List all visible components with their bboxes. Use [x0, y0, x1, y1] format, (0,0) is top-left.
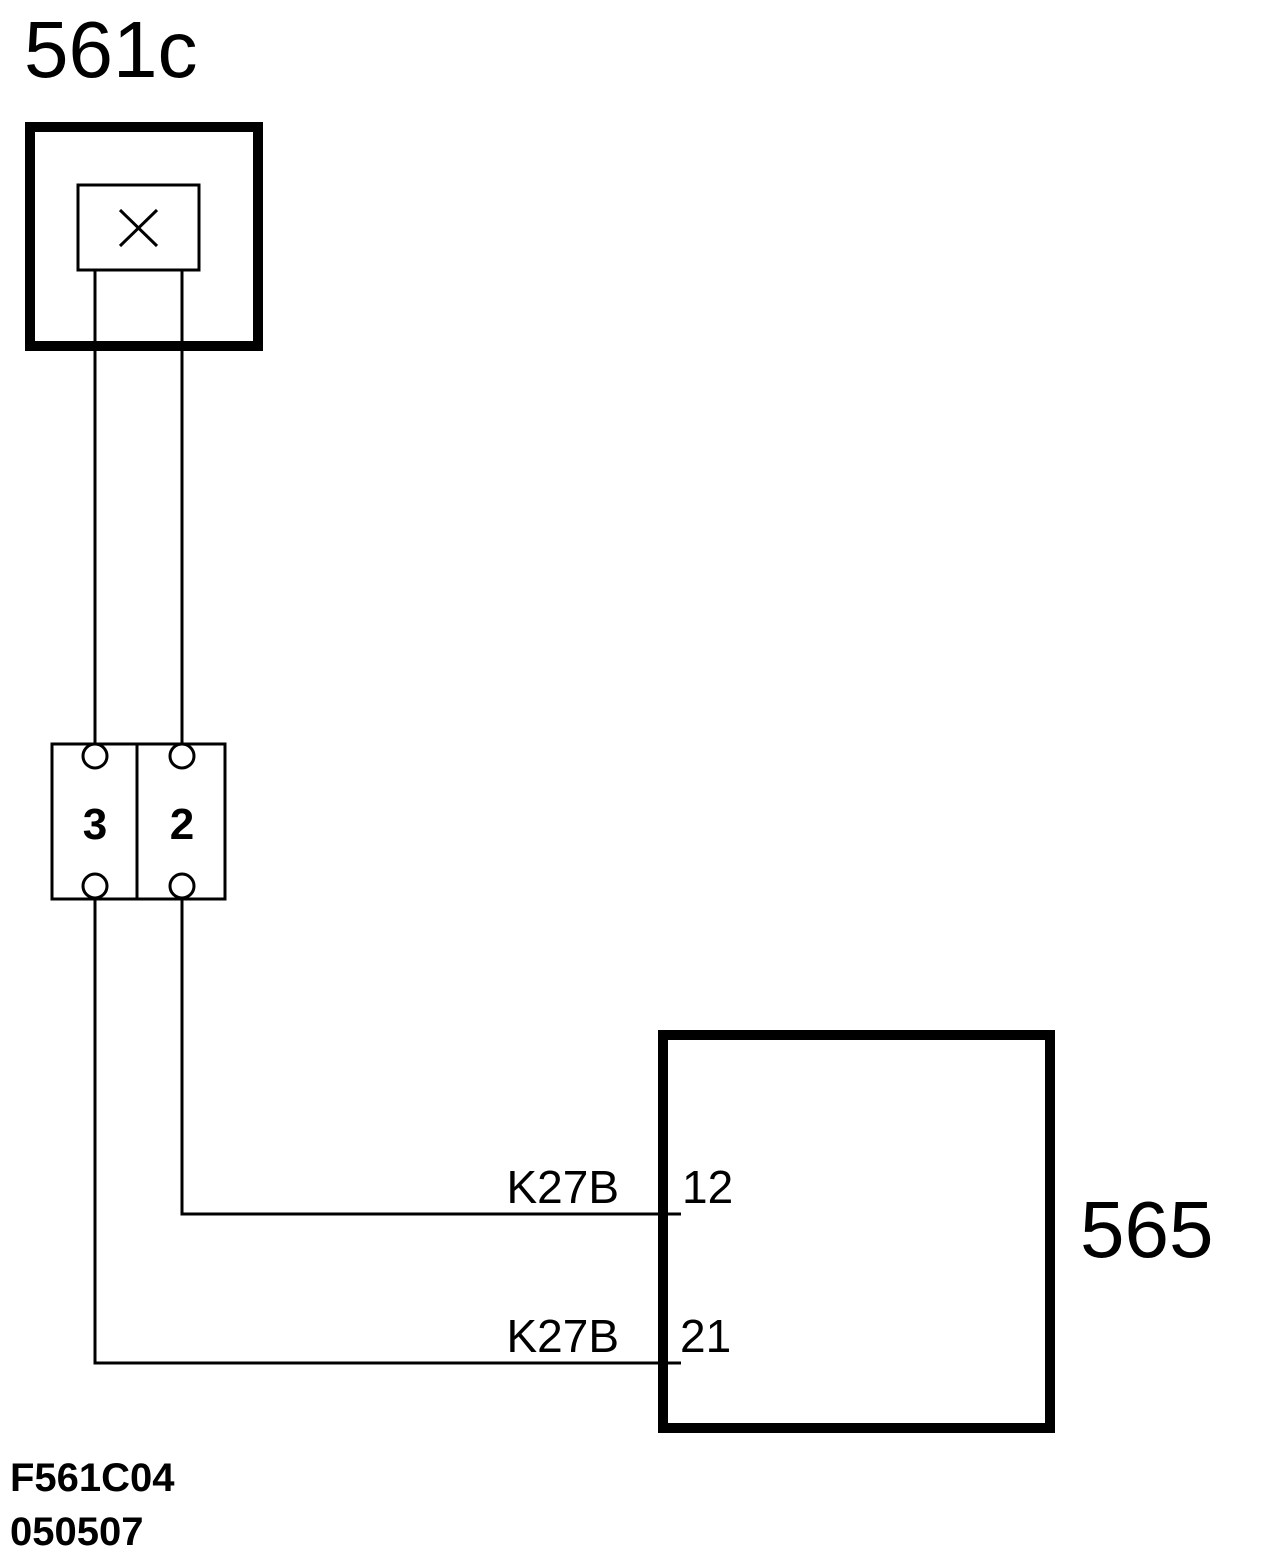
wire-k27b-pin21: [93, 898, 681, 1365]
connector-pin-circle: [81, 742, 109, 770]
component-565-label: 565: [1080, 1185, 1213, 1274]
diagram-code: F561C04: [10, 1456, 175, 1500]
wire-label: K27B: [506, 1161, 619, 1213]
pin-label: 21: [680, 1310, 731, 1362]
component-561c-label: 561c: [24, 5, 197, 94]
connector-cell-2: 2: [170, 800, 194, 849]
wire-label: K27B: [506, 1310, 619, 1362]
component-561c-box: [25, 122, 263, 351]
connector-pin-circle: [168, 872, 196, 900]
wire-k27b-pin12: [180, 898, 681, 1216]
connector-cell-3: 3: [83, 800, 107, 849]
connector-pin-circle: [168, 742, 196, 770]
sensor-element: [76, 183, 201, 272]
connector-pin-circle: [81, 872, 109, 900]
diagram-date: 050507: [10, 1510, 143, 1554]
component-565-box: [658, 1030, 1055, 1433]
pin-label: 12: [682, 1161, 733, 1213]
